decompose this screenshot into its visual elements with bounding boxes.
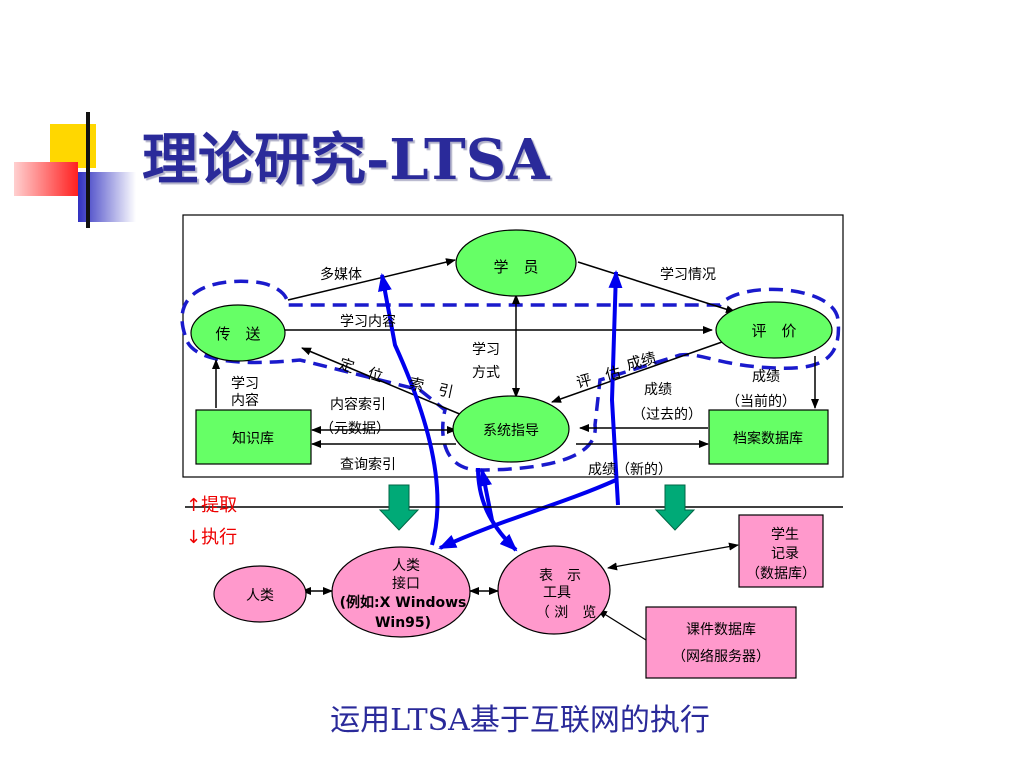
label-grade-current-2: （当前的） xyxy=(726,393,796,410)
blue-arrow-up-to-coach xyxy=(478,468,494,521)
diagram-frame xyxy=(182,214,844,478)
node-presentation-tool-line3: （ 浏 览 xyxy=(536,605,596,621)
node-knowledge-base[interactable]: 知识库 xyxy=(195,409,312,465)
label-content-index: 内容索引 xyxy=(330,396,386,413)
legend-execute: ↓执行 xyxy=(186,527,237,548)
blue-arrow-to-interface xyxy=(438,478,617,550)
node-presentation-tool-line1: 表 示 xyxy=(539,568,581,584)
label-learning-content: 学习内容 xyxy=(340,313,396,330)
slide-caption: 运用LTSA基于互联网的执行 xyxy=(330,703,710,738)
blue-arrow-to-learner xyxy=(608,270,623,506)
node-coach-label: 系统指导 xyxy=(483,423,539,439)
ltsa-diagram: 学 员 传 送 评 价 系统指导 知识库 档案数据库 多媒体 学习情况 学习内容… xyxy=(180,214,844,679)
node-human-interface-line1: 人类 xyxy=(392,558,420,574)
node-courseware-db[interactable]: 课件数据库 （网络服务器） xyxy=(645,606,797,679)
connector-courseware-presentation xyxy=(597,609,647,641)
node-presentation-tool[interactable]: 表 示 工具 （ 浏 览 xyxy=(497,545,611,635)
node-human-interface[interactable]: 人类 接口 (例如:X Windows Win95) xyxy=(331,546,471,638)
label-locate: 定 位 xyxy=(337,355,385,386)
node-student-records-line3: （数据库） xyxy=(746,566,816,582)
node-coach[interactable]: 系统指导 xyxy=(452,395,570,463)
dashed-outline-left xyxy=(180,279,841,472)
node-records-db-label: 档案数据库 xyxy=(733,430,803,447)
label-grade-past-2: （过去的） xyxy=(632,407,702,423)
node-delivery[interactable]: 传 送 xyxy=(190,304,286,362)
node-student-records-line1: 学生 xyxy=(771,527,799,543)
node-human-interface-line3: (例如:X Windows xyxy=(340,594,467,611)
label-kb-content-1: 学习 xyxy=(231,376,259,392)
label-multimedia: 多媒体 xyxy=(320,266,362,283)
label-metadata: （元数据） xyxy=(320,421,390,437)
label-grade-past-1: 成绩 xyxy=(644,382,672,398)
blue-arrow-interface-to-delivery-zone xyxy=(378,273,440,546)
legend-extract: ↑提取 xyxy=(186,495,237,516)
connector-evaluation-coach xyxy=(551,341,723,403)
label-learning-status: 学习情况 xyxy=(660,267,716,283)
node-human-interface-line4: Win95) xyxy=(375,615,431,631)
node-records-db[interactable]: 档案数据库 xyxy=(708,409,829,465)
teal-arrow-right xyxy=(654,484,696,531)
label-learning-style-2: 方式 xyxy=(472,365,500,381)
connector-delivery-learner xyxy=(287,258,456,301)
label-learning-style-1: 学习 xyxy=(472,342,500,358)
node-courseware-db-line1: 课件数据库 xyxy=(686,622,756,638)
node-human-label: 人类 xyxy=(246,588,274,604)
connector-presentation-records xyxy=(607,542,739,571)
title-decoration xyxy=(14,112,990,228)
node-student-records[interactable]: 学生 记录 （数据库） xyxy=(738,514,824,588)
node-courseware-db-line2: （网络服务器） xyxy=(672,649,770,665)
red-square xyxy=(14,162,78,196)
node-student-records-line2: 记录 xyxy=(771,546,799,562)
connector-learner-evaluation xyxy=(577,261,736,314)
node-evaluation-label: 评 价 xyxy=(751,322,796,340)
node-human[interactable]: 人类 xyxy=(213,565,307,623)
node-knowledge-base-label: 知识库 xyxy=(232,430,274,447)
label-grade-new: 成绩（新的） xyxy=(588,462,672,478)
slide-title: 理论研究-LTSA xyxy=(142,127,550,193)
teal-arrow-left xyxy=(378,484,420,531)
node-learner[interactable]: 学 员 xyxy=(455,229,577,297)
node-presentation-tool-line2: 工具 xyxy=(543,585,571,601)
node-delivery-label: 传 送 xyxy=(215,325,260,343)
connector-coach-delivery xyxy=(301,347,463,416)
label-grade-current-1: 成绩 xyxy=(752,369,780,385)
label-query-index: 查询索引 xyxy=(340,456,396,473)
node-human-interface-line2: 接口 xyxy=(392,575,420,592)
label-grade: 成绩 xyxy=(624,349,658,374)
node-learner-label: 学 员 xyxy=(493,258,538,276)
node-evaluation[interactable]: 评 价 xyxy=(715,301,833,359)
label-kb-content-2: 内容 xyxy=(231,392,259,409)
